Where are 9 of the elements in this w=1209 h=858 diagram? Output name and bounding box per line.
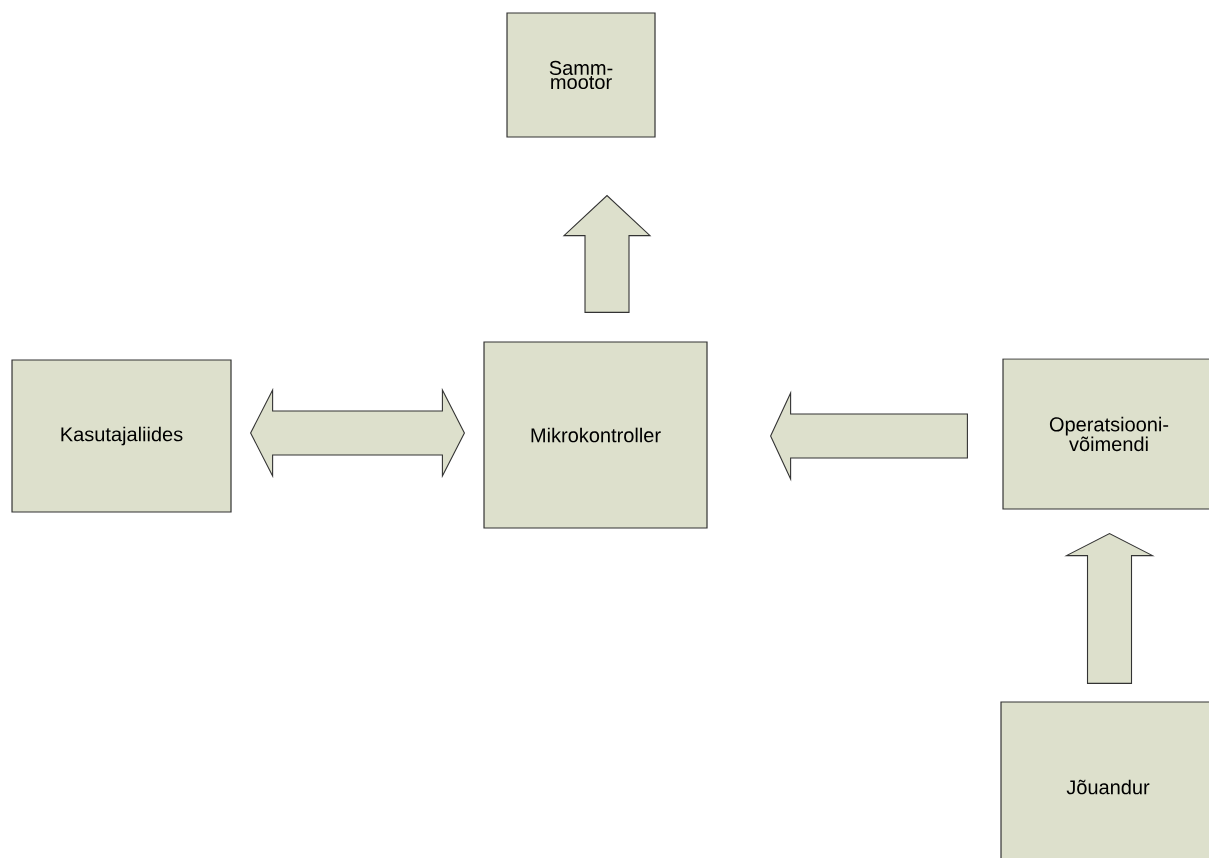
block-arrow xyxy=(770,390,968,482)
block-box: Samm- mootor xyxy=(506,12,656,138)
block-arrow xyxy=(1064,532,1155,684)
block-box: Mikrokontroller xyxy=(483,341,708,529)
block-box: Operatsiooni- võimendi xyxy=(1002,358,1209,510)
block-arrow xyxy=(250,387,466,479)
block-arrow xyxy=(562,194,652,313)
block-box: Kasutajaliides xyxy=(11,359,232,513)
block-box: Jõuandur xyxy=(1000,701,1209,858)
